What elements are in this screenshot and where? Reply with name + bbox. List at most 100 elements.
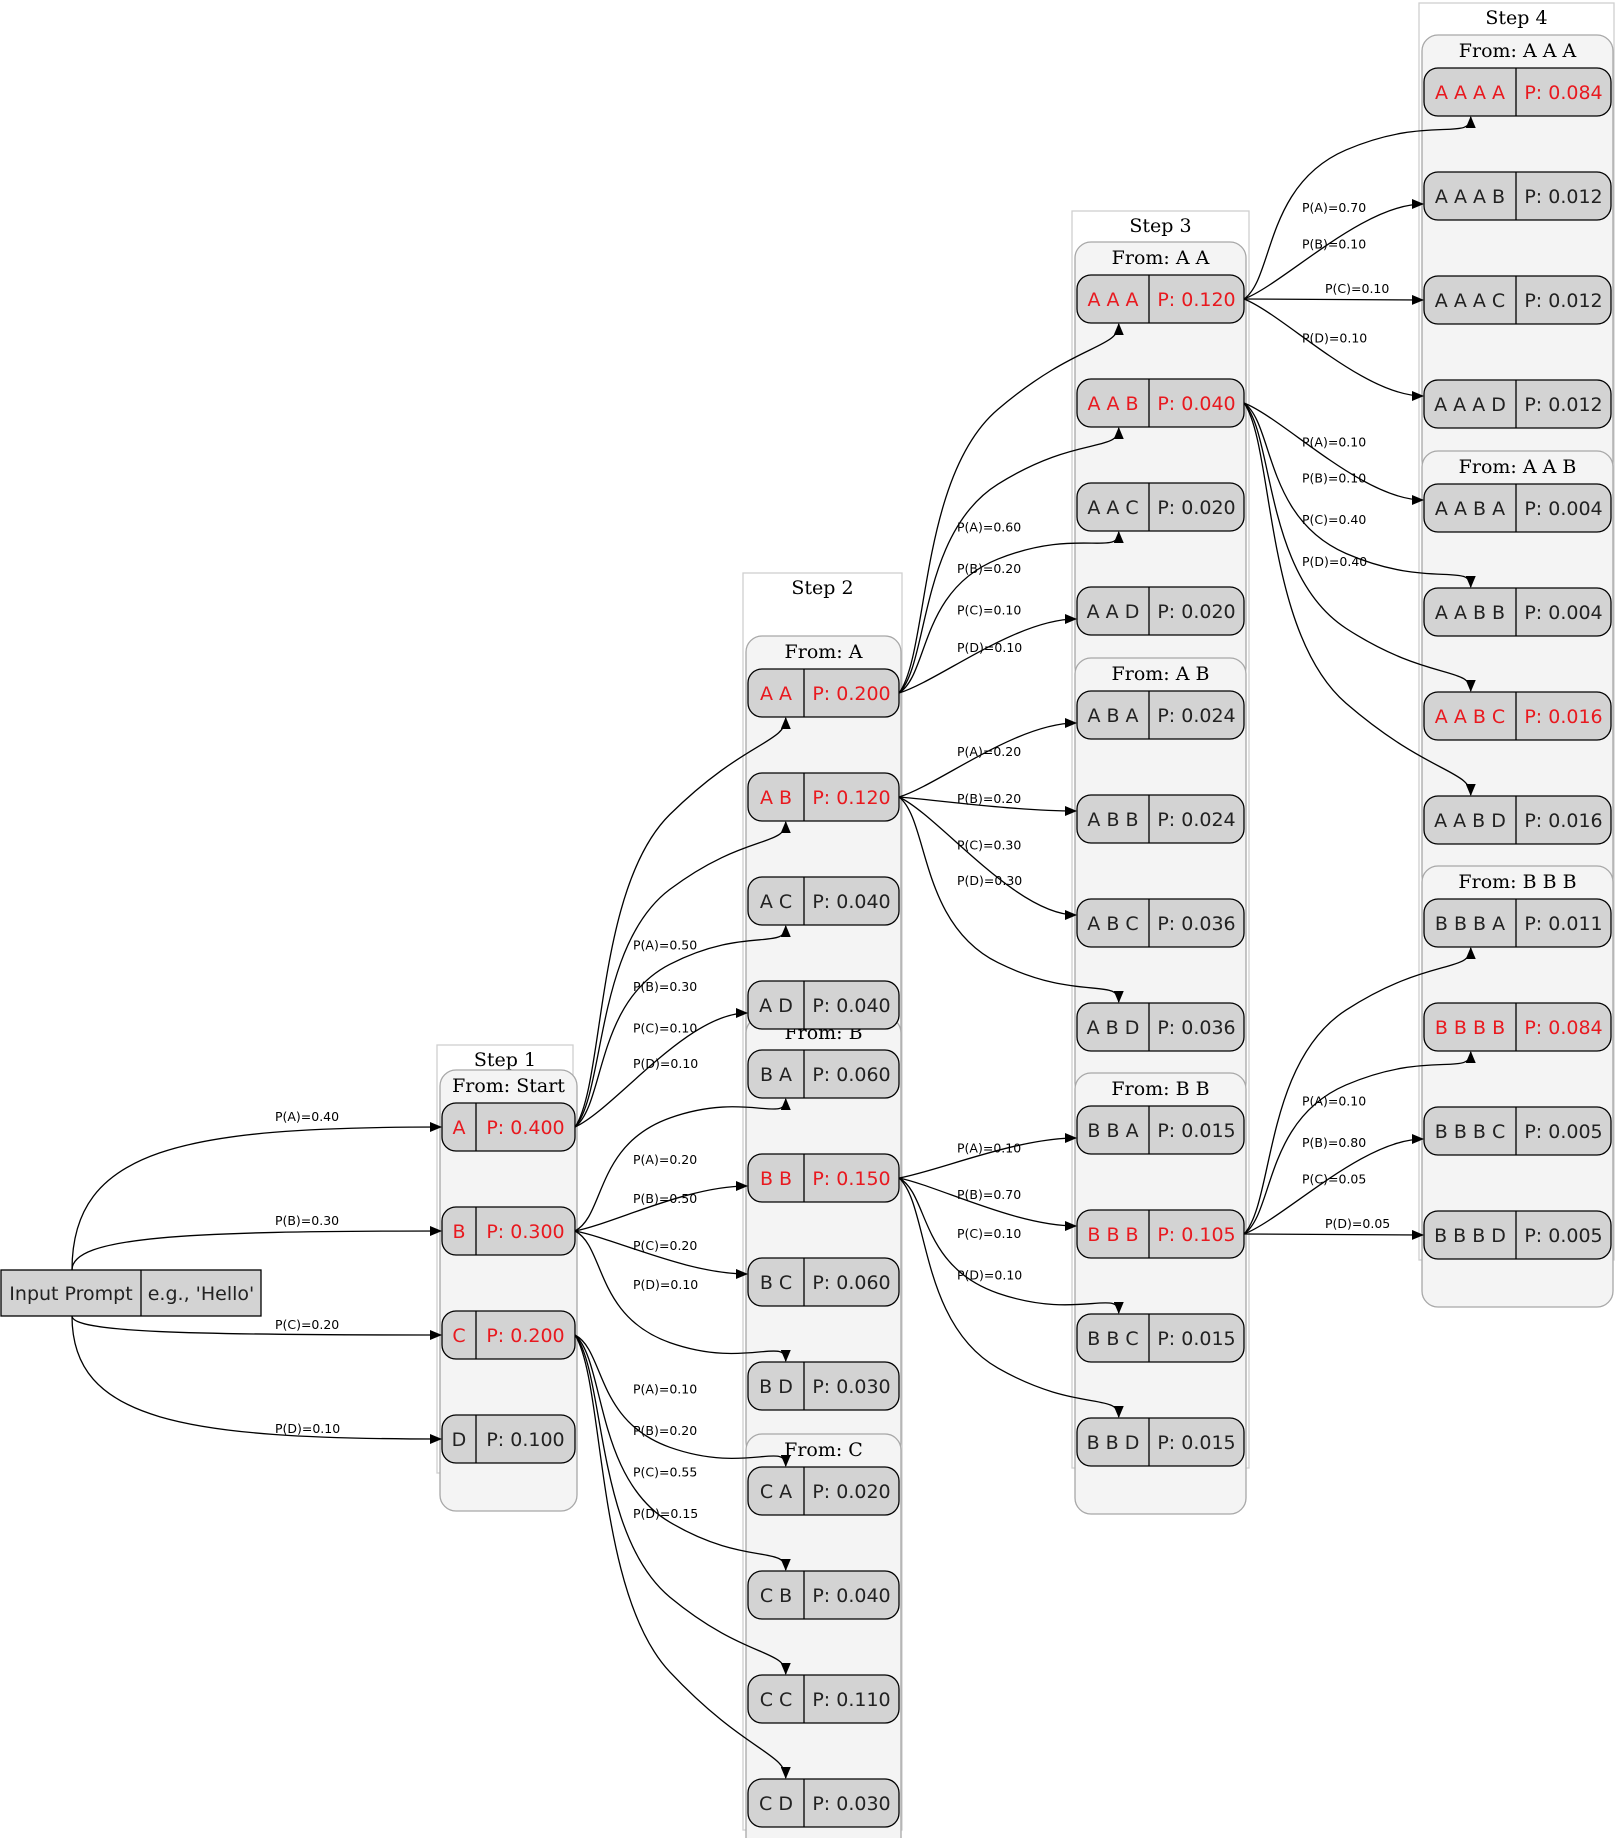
node-probability: P: 0.030	[812, 1793, 890, 1815]
node-probability: P: 0.040	[1157, 393, 1235, 415]
edge-label: P(D)=0.10	[633, 1277, 698, 1292]
edge-b-b-to-b-b-d	[898, 1177, 1124, 1418]
node-sequence: B	[452, 1221, 465, 1243]
edge-label: P(B)=0.20	[957, 791, 1021, 806]
edge-a-b-to-a-b-d	[898, 796, 1124, 1003]
group-from-c: From: C	[745, 1433, 902, 1838]
group-title: From: C	[784, 1439, 863, 1461]
node-sequence: B B	[760, 1168, 792, 1190]
node-sequence: A A D	[1087, 601, 1140, 623]
group-from-a-a-a: From: A A A	[1421, 34, 1614, 477]
edge-input-to-c	[71, 1315, 442, 1340]
node-sequence: B B B A	[1435, 913, 1505, 935]
edge-a-a-a-to-a-a-a-b	[1243, 199, 1424, 300]
edge-a-a-a-to-a-a-a-a	[1243, 116, 1476, 300]
node-probability: P: 0.015	[1157, 1432, 1235, 1454]
edge-b-to-b-d	[574, 1230, 791, 1362]
edge-c-to-c-b	[574, 1334, 791, 1571]
edge-label: P(C)=0.55	[633, 1465, 697, 1480]
edge-a-to-a-b	[574, 821, 791, 1128]
group-from-b-b: From: B B	[1074, 1072, 1247, 1515]
node-a-b-b: A B B P: 0.024	[1076, 794, 1245, 844]
node-sequence: C A	[760, 1481, 792, 1503]
edge-label: P(D)=0.05	[1325, 1216, 1390, 1231]
edge-label: P(B)=0.80	[1302, 1135, 1366, 1150]
node-probability: P: 0.200	[486, 1325, 564, 1347]
node-sequence: A A B	[1087, 393, 1138, 415]
step-title: Step 2	[791, 577, 853, 599]
group-title: From: A A B	[1459, 456, 1577, 478]
node-probability: P: 0.012	[1524, 394, 1602, 416]
edge-a-a-a-to-a-a-a-d	[1243, 298, 1424, 401]
group-title: From: B B B	[1458, 871, 1576, 893]
edge-c-to-c-a	[574, 1334, 791, 1467]
node-sequence: A A C	[1087, 497, 1138, 519]
node-probability: P: 0.015	[1157, 1328, 1235, 1350]
input-prompt-value: e.g., 'Hello'	[148, 1283, 255, 1305]
edge-label: P(D)=0.40	[1302, 554, 1367, 569]
edge-label: P(A)=0.10	[1302, 1094, 1366, 1109]
node-sequence: A B C	[1087, 913, 1138, 935]
input-prompt-label: Input Prompt	[9, 1283, 132, 1305]
node-sequence: A A B A	[1435, 498, 1505, 520]
node-d: D P: 0.100	[441, 1414, 576, 1464]
edge-a-a-b-to-a-a-b-c	[1243, 402, 1476, 692]
edge-label: P(B)=0.20	[957, 561, 1021, 576]
group-title: From: B B	[1111, 1078, 1209, 1100]
edge-label: P(A)=0.40	[275, 1109, 339, 1124]
edge-b-b-to-b-b-a	[898, 1133, 1077, 1179]
edge-a-b-to-a-b-a	[898, 718, 1077, 798]
node-probability: P: 0.024	[1157, 809, 1235, 831]
node-probability: P: 0.036	[1157, 1017, 1235, 1039]
node-probability: P: 0.060	[812, 1272, 890, 1294]
edge-label: P(B)=0.70	[957, 1187, 1021, 1202]
node-probability: P: 0.016	[1524, 810, 1602, 832]
node-a-a-b: A A B P: 0.040	[1076, 378, 1245, 428]
edge-b-b-b-to-b-b-b-a	[1243, 947, 1476, 1235]
node-probability: P: 0.036	[1157, 913, 1235, 935]
node-probability: P: 0.040	[812, 1585, 890, 1607]
edge-label: P(C)=0.30	[957, 838, 1021, 853]
node-sequence: A A B C	[1435, 706, 1505, 728]
edge-a-a-b-to-a-a-b-d	[1243, 402, 1476, 796]
node-sequence: B B B C	[1435, 1121, 1506, 1143]
node-probability: P: 0.120	[812, 787, 890, 809]
node-sequence: A A A	[1087, 289, 1138, 311]
group-from-b-b-b: From: B B B	[1421, 865, 1614, 1308]
node-sequence: B B C	[1087, 1328, 1138, 1350]
node-sequence: A B B	[1087, 809, 1138, 831]
node-sequence: B D	[759, 1376, 793, 1398]
node-probability: P: 0.105	[1157, 1224, 1235, 1246]
node-probability: P: 0.012	[1524, 290, 1602, 312]
node-sequence: D	[452, 1429, 467, 1451]
node-sequence: B B B B	[1435, 1017, 1505, 1039]
node-sequence: A D	[759, 995, 793, 1017]
node-probability: P: 0.004	[1524, 498, 1602, 520]
edge-label: P(A)=0.50	[633, 937, 697, 952]
edge-a-a-b-to-a-a-b-a	[1243, 402, 1424, 505]
edge-b-b-b-to-b-b-b-d	[1243, 1229, 1424, 1240]
node-a-d: A D P: 0.040	[747, 980, 900, 1030]
node-probability: P: 0.100	[486, 1429, 564, 1451]
edge-b-b-to-b-b-b	[898, 1177, 1077, 1231]
group-from-a-a: From: A A	[1074, 241, 1247, 684]
node-probability: P: 0.040	[812, 995, 890, 1017]
edge-a-a-to-a-a-d	[898, 614, 1077, 694]
edge-label: P(B)=0.10	[1302, 471, 1366, 486]
group-title: From: A	[785, 641, 863, 663]
